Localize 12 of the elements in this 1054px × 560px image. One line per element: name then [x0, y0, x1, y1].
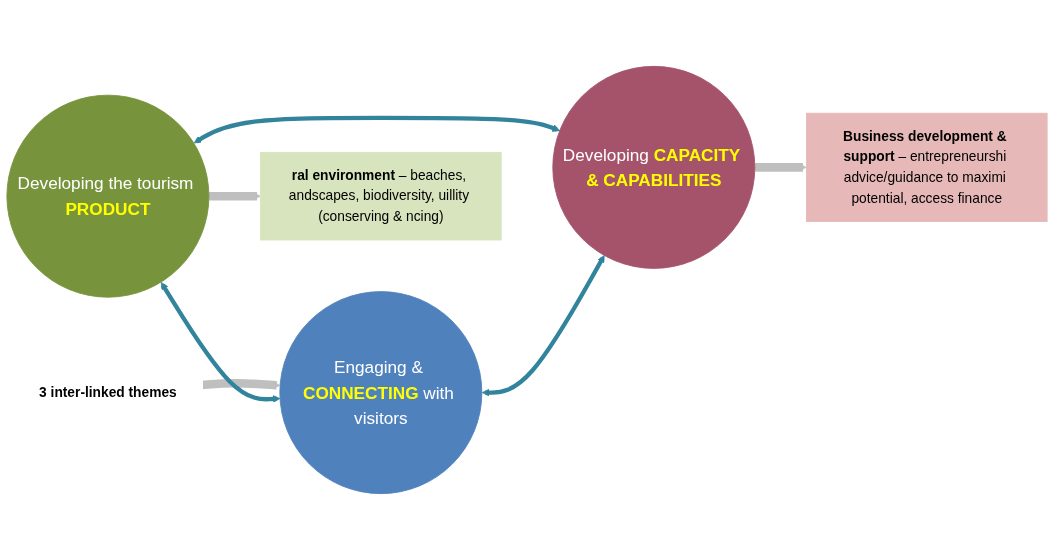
node-circle: Developing the tourism PRODUCT — [6, 94, 210, 298]
arrow — [202, 378, 281, 390]
node-circle: Engaging & CONNECTING with visitors — [279, 291, 483, 495]
node-circle: Developing CAPACITY & CAPABILITIES — [552, 65, 756, 269]
arrow — [208, 191, 261, 201]
node-box: ral environment – beaches, andscapes, biodiversity, uillity (conserving & ncing) — [260, 151, 502, 241]
arrow — [754, 163, 807, 172]
arrow — [160, 282, 281, 403]
arrow — [481, 255, 605, 397]
node-box: Business development & support – entrepreneurshi advice/guidance to maximi potential, access finance — [805, 112, 1048, 222]
node-text: 3 inter-linked themes — [39, 384, 177, 400]
arrow — [193, 115, 561, 144]
